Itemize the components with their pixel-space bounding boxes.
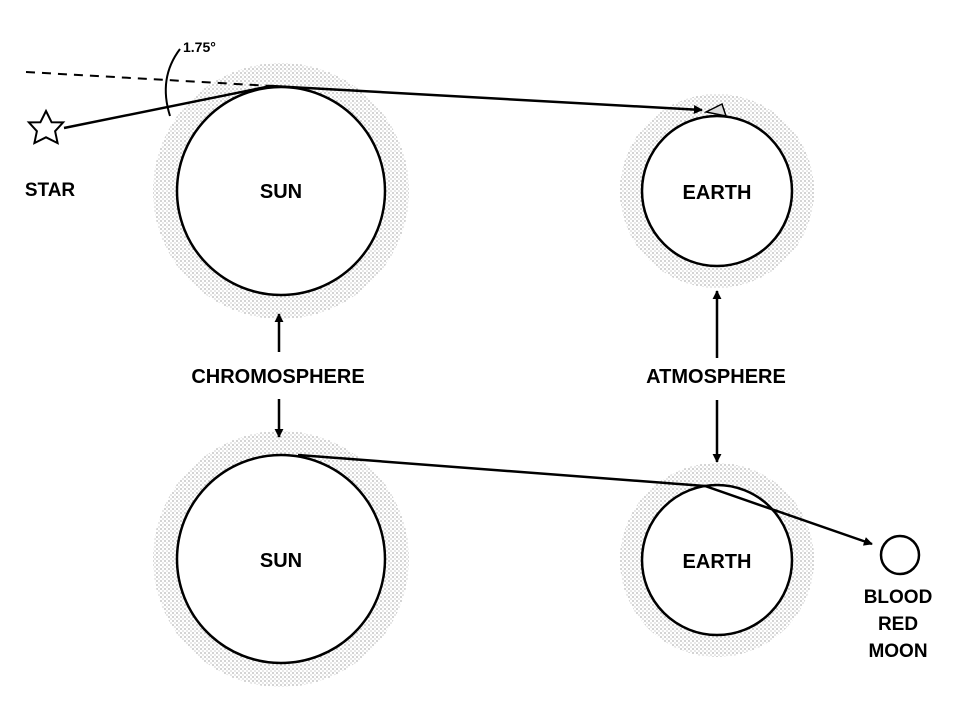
sun-bottom (175, 453, 387, 665)
earth-bottom (640, 483, 794, 637)
earth-top (640, 114, 794, 268)
earth-top-label: EARTH (683, 182, 752, 204)
sun-bottom-label: SUN (260, 550, 302, 572)
moon (879, 534, 921, 576)
starlight-ray (63, 84, 703, 130)
chromosphere-label: CHROMOSPHERE (191, 366, 364, 388)
deflection-angle-arc (164, 48, 181, 117)
atmosphere-label: ATMOSPHERE (646, 366, 786, 388)
star-icon (26, 108, 66, 145)
star-label: STAR (25, 180, 76, 201)
moon-label-line1: BLOOD (864, 587, 933, 608)
sun-top-label: SUN (260, 181, 302, 203)
sunlight-ray (297, 453, 873, 546)
observer-eye-icon (703, 102, 728, 117)
angle-label: 1.75° (183, 39, 216, 55)
moon-label-line3: MOON (868, 641, 927, 662)
earth-bottom-label: EARTH (683, 551, 752, 573)
moon-label-line2: RED (878, 614, 918, 635)
